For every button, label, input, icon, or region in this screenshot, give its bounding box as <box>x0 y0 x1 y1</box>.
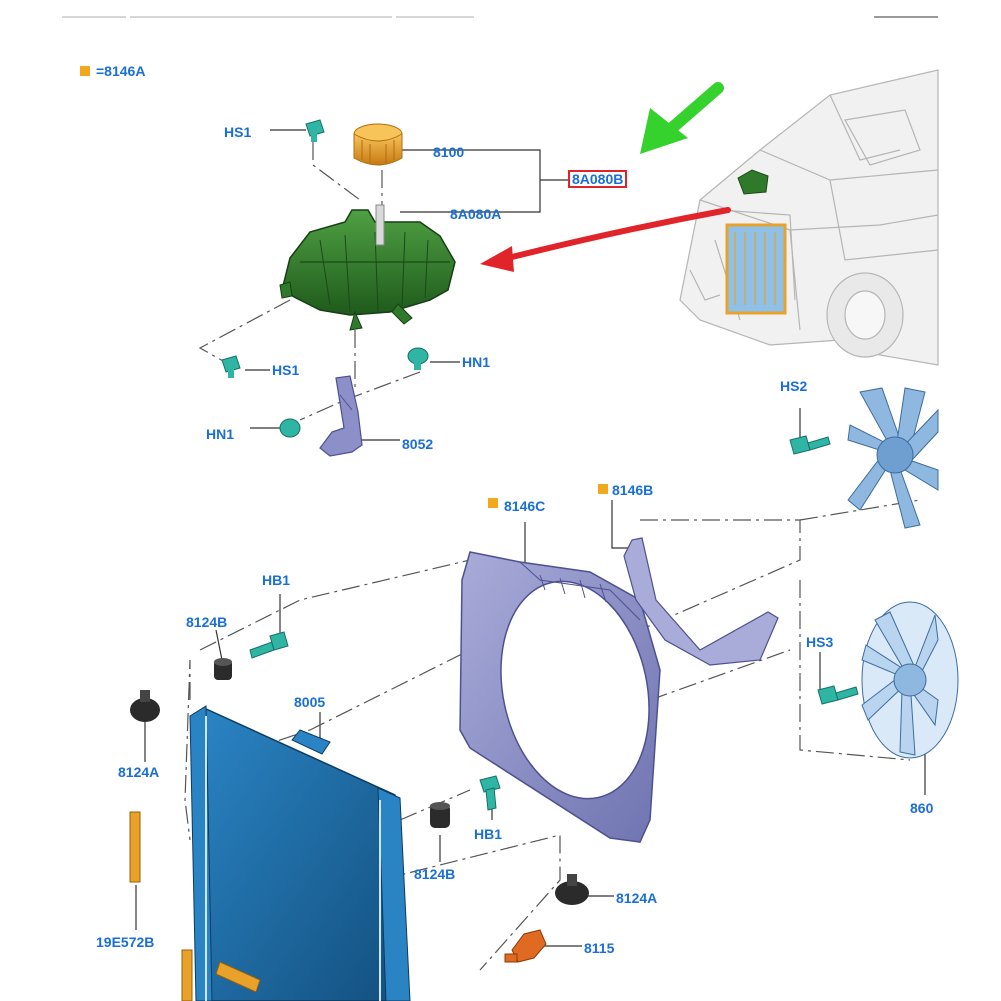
air-deflector-8146B[interactable] <box>623 537 779 666</box>
vehicle-locator-illustration <box>679 69 939 366</box>
header-rule <box>396 16 474 18</box>
label-sensor-8115[interactable]: 8115 <box>584 940 615 956</box>
label-shroud-8146C[interactable]: 8146C <box>504 498 546 514</box>
label-mount-8124A-left[interactable]: 8124A <box>118 764 160 780</box>
marker-swatch <box>488 498 498 508</box>
hb1-bolt-top[interactable] <box>249 631 289 659</box>
radiator-8005[interactable] <box>189 705 411 1001</box>
label-fan-860[interactable]: 860 <box>910 800 934 816</box>
label-radiator-8005[interactable]: 8005 <box>294 694 326 710</box>
label-hb1-top[interactable]: HB1 <box>262 572 291 588</box>
red-pointer-arrow <box>480 207 731 272</box>
header-rule <box>874 16 938 18</box>
hn1-nut-right[interactable] <box>407 347 429 370</box>
hn1-nut-left[interactable] <box>279 418 301 438</box>
reservoir-cap-8100[interactable] <box>353 123 403 166</box>
label-hn1-left[interactable]: HN1 <box>206 426 235 442</box>
legend-swatch <box>80 66 90 76</box>
isolator-8124B-top[interactable] <box>214 658 232 680</box>
hs3-bolt[interactable] <box>817 685 859 705</box>
cooling-fan-upper[interactable] <box>847 387 939 529</box>
label-tank-8A080A[interactable]: 8A080A <box>450 206 502 222</box>
coolant-reservoir-8A080A[interactable] <box>279 204 456 331</box>
hs1-bolt-bottom[interactable] <box>221 355 241 378</box>
label-deflector-8146B[interactable]: 8146B <box>612 482 654 498</box>
label-hn1-right[interactable]: HN1 <box>462 354 491 370</box>
legend-label: =8146A <box>96 63 146 79</box>
tube-19E572B[interactable] <box>129 811 261 1001</box>
hb1-bolt-bottom[interactable] <box>479 775 501 811</box>
label-mount-8124A-bottom[interactable]: 8124A <box>616 890 658 906</box>
label-hs1-bottom[interactable]: HS1 <box>272 362 300 378</box>
hs2-bolt[interactable] <box>789 435 831 455</box>
green-pointer-arrow <box>640 82 724 154</box>
sensor-8115[interactable] <box>504 929 547 963</box>
label-hs3[interactable]: HS3 <box>806 634 834 650</box>
label-hs1-top[interactable]: HS1 <box>224 124 252 140</box>
label-isolator-8124B-bottom[interactable]: 8124B <box>414 866 456 882</box>
marker-swatch <box>598 484 608 494</box>
label-hs2[interactable]: HS2 <box>780 378 808 394</box>
label-tube-19E572B[interactable]: 19E572B <box>96 934 155 950</box>
label-kit-8A080B[interactable]: 8A080B <box>568 170 628 188</box>
mount-8124A-left[interactable] <box>130 690 160 722</box>
cooling-fan-lower[interactable] <box>861 601 959 759</box>
isolator-8124B-bottom[interactable] <box>430 802 450 828</box>
mount-8124A-bottom[interactable] <box>555 874 589 905</box>
header-rule <box>62 16 126 18</box>
hs1-bolt-top[interactable] <box>305 119 325 142</box>
label-bracket-8052[interactable]: 8052 <box>402 436 434 452</box>
label-isolator-8124B-top[interactable]: 8124B <box>186 614 228 630</box>
vehicle-radiator-location <box>725 223 787 315</box>
vehicle-reservoir-location <box>737 169 769 195</box>
fan-shroud-8146C[interactable] <box>459 551 668 843</box>
label-cap-8100[interactable]: 8100 <box>433 144 465 160</box>
label-hb1-bottom[interactable]: HB1 <box>474 826 503 842</box>
bracket-8052[interactable] <box>319 375 363 457</box>
header-rule <box>130 16 392 18</box>
